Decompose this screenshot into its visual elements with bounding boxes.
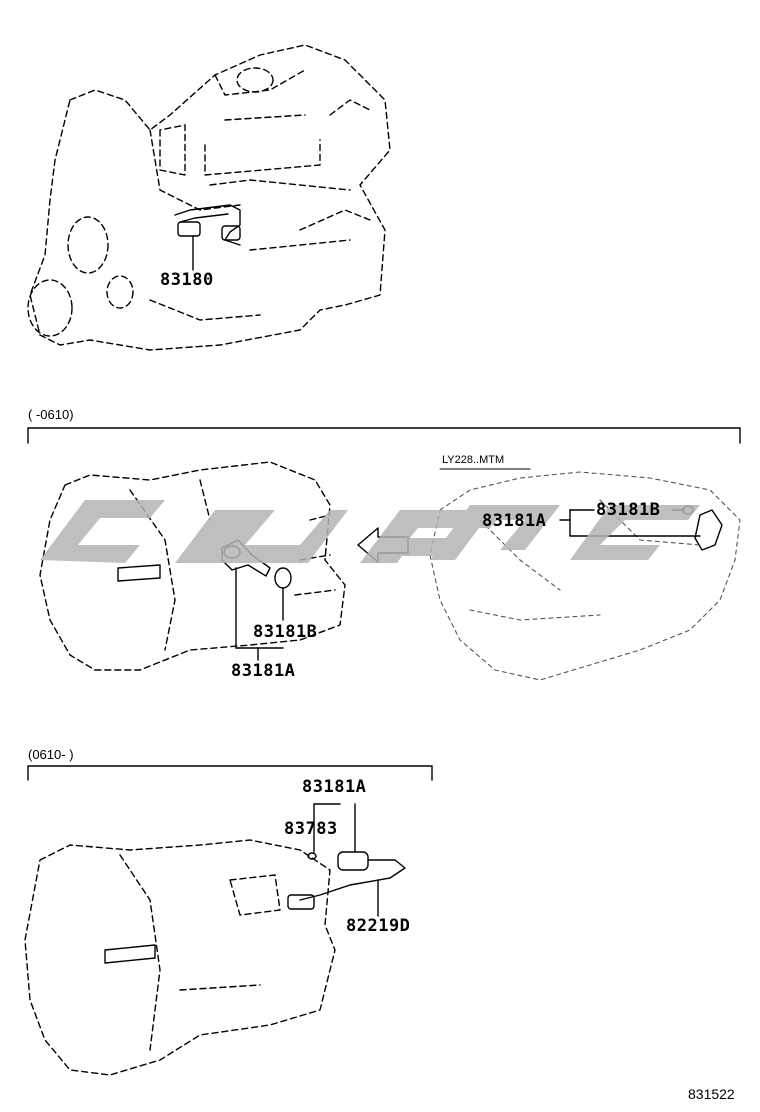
bracket-late (27, 765, 433, 781)
variant-label-83181b: 83181B (596, 500, 661, 520)
sensor-late-drawing (287, 851, 406, 910)
part-label-83783: 83783 (284, 819, 338, 839)
diagram-reference-number: 831522 (688, 1086, 735, 1102)
part-label-late-83181a: 83181A (302, 777, 367, 797)
period-late: (0610- ) (28, 747, 74, 762)
shaft-drawing (117, 564, 161, 582)
transmission-late-drawing (24, 839, 336, 1076)
part-label-83181a: 83181A (231, 661, 296, 681)
bracket-early (27, 427, 741, 444)
part-label-83181b: 83181B (253, 622, 318, 642)
leaders-early (235, 567, 284, 661)
variant-label-83181a: 83181A (482, 511, 547, 531)
leaders-late (313, 803, 379, 917)
part-label-83180: 83180 (160, 270, 214, 290)
part-label-82219d: 82219D (346, 916, 411, 936)
transmission-variant-drawing (429, 471, 741, 681)
speed-sensor-83180-drawing (174, 204, 241, 246)
period-early: ( -0610) (28, 407, 74, 422)
variant-model: LY228..MTM (442, 454, 505, 466)
shaft-late-drawing (104, 944, 156, 964)
engine-block-drawing (27, 44, 391, 351)
watermark-logo (40, 500, 700, 563)
